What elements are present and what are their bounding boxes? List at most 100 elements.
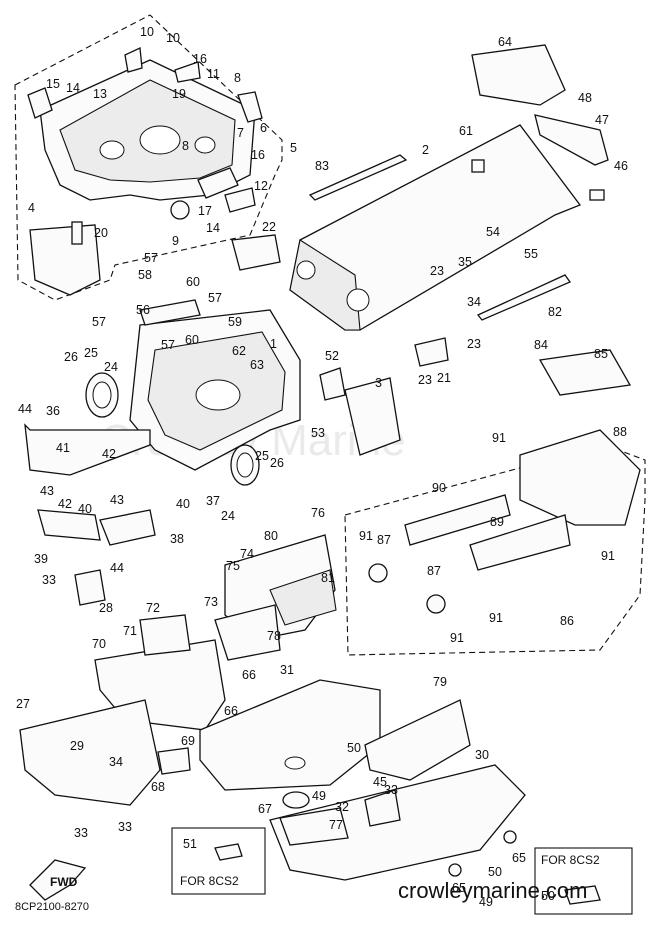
part-number-label: 9 [172, 234, 179, 248]
part-number-label: 20 [94, 226, 108, 240]
base-30 [269, 764, 526, 881]
part-number-label: 23 [430, 264, 444, 278]
part-number-label: 8 [182, 139, 189, 153]
bracket-21 [414, 337, 449, 367]
part-number-label: 49 [479, 895, 493, 909]
part-number-label: 80 [264, 529, 278, 543]
part-number-label: 90 [432, 481, 446, 495]
part-number-label: 83 [315, 159, 329, 173]
bracket-3 [344, 377, 401, 456]
part-number-label: 52 [325, 349, 339, 363]
part-number-label: 14 [66, 81, 80, 95]
bottom-31 [199, 679, 381, 791]
fwd-arrow: FWD [29, 859, 87, 901]
part-number-label: 91 [492, 431, 506, 445]
bracket-28 [74, 569, 106, 606]
bracket-68 [157, 747, 191, 775]
part-number-label: 66 [242, 668, 256, 682]
part-number-label: 85 [594, 347, 608, 361]
part-number-label: 37 [206, 494, 220, 508]
center-frame-group [24, 299, 401, 606]
cover-88 [519, 429, 641, 526]
frame-hole [195, 379, 241, 411]
clip-14 [224, 187, 256, 213]
part-number-label: 54 [486, 225, 500, 239]
part-number-label: 10 [140, 25, 154, 39]
part-number-label: 44 [18, 402, 32, 416]
part-number-label: 1 [270, 337, 277, 351]
strip-83 [308, 154, 408, 201]
part-number-label: 91 [450, 631, 464, 645]
cowl-27 [19, 699, 161, 806]
plate-90 [404, 494, 511, 546]
part-number-label: 31 [280, 663, 294, 677]
part-number-label: 42 [102, 447, 116, 461]
part-number-label: 91 [489, 611, 503, 625]
part-number-label: 34 [467, 295, 481, 309]
part-number-label: 12 [254, 179, 268, 193]
plate-17 [197, 167, 239, 199]
part-number-label: 91 [601, 549, 615, 563]
part-number-label: 33 [42, 573, 56, 587]
part-number-label: 66 [224, 704, 238, 718]
part-number-label: 25 [255, 449, 269, 463]
panel-72 [139, 614, 191, 656]
part-number-label: 70 [92, 637, 106, 651]
part-number-label: 30 [475, 748, 489, 762]
part-number-label: 39 [34, 552, 48, 566]
part-number-label: 87 [427, 564, 441, 578]
part-number-label: 3 [375, 376, 382, 390]
group-label-5: 5 [290, 141, 297, 155]
part-number-label: 34 [109, 755, 123, 769]
bracket-15 [27, 87, 53, 119]
callout-part-number: 50 [541, 889, 555, 903]
part-number-label: 81 [321, 571, 335, 585]
front-frame-group [14, 14, 283, 301]
part-number-label: 40 [78, 502, 92, 516]
bracket-38 [99, 509, 156, 546]
part-number-label: 13 [93, 87, 107, 101]
fwd-label: FWD [50, 875, 78, 889]
part-number-label: 76 [311, 506, 325, 520]
part-number-label: 68 [151, 780, 165, 794]
part-number-label: 17 [198, 204, 212, 218]
cap-65b [448, 863, 462, 877]
part-number-label: 42 [58, 497, 72, 511]
part-number-label: 8 [234, 71, 241, 85]
part-number-label: 61 [459, 124, 473, 138]
grommet-87 [368, 563, 388, 583]
pin-20 [71, 221, 83, 245]
part-number-label: 40 [176, 497, 190, 511]
part-number-label: 88 [613, 425, 627, 439]
part-number-label: 29 [70, 739, 84, 753]
part-number-label: 28 [99, 601, 113, 615]
frame-hole [194, 136, 216, 154]
part-number-label: 69 [181, 734, 195, 748]
handle-36 [24, 423, 151, 476]
part-number-label: 77 [329, 818, 343, 832]
diagram-code: 8CP2100-8270 [15, 901, 89, 913]
callout-box-frame [534, 847, 633, 915]
boot-hole [236, 452, 254, 478]
strip-82 [476, 274, 571, 321]
part-number-label: 22 [262, 220, 276, 234]
part-number-label: 2 [422, 143, 429, 157]
part-number-label: 46 [614, 159, 628, 173]
part-number-label: 36 [46, 404, 60, 418]
part-number-label: 73 [204, 595, 218, 609]
main-tray-group [289, 44, 632, 396]
callout-label: FOR 8CS2 [180, 874, 239, 888]
part-number-label: 26 [270, 456, 284, 470]
plate-85 [538, 349, 632, 396]
part-number-label: 41 [56, 441, 70, 455]
part-number-label: 11 [207, 67, 220, 81]
part-number-label: 21 [437, 371, 451, 385]
cap-46 [589, 189, 605, 201]
part-number-label: 74 [240, 547, 254, 561]
part-number-label: 35 [458, 255, 472, 269]
pad-64 [471, 44, 566, 106]
fwd-arrow-shape [29, 859, 87, 901]
part-number-label: 62 [232, 344, 246, 358]
